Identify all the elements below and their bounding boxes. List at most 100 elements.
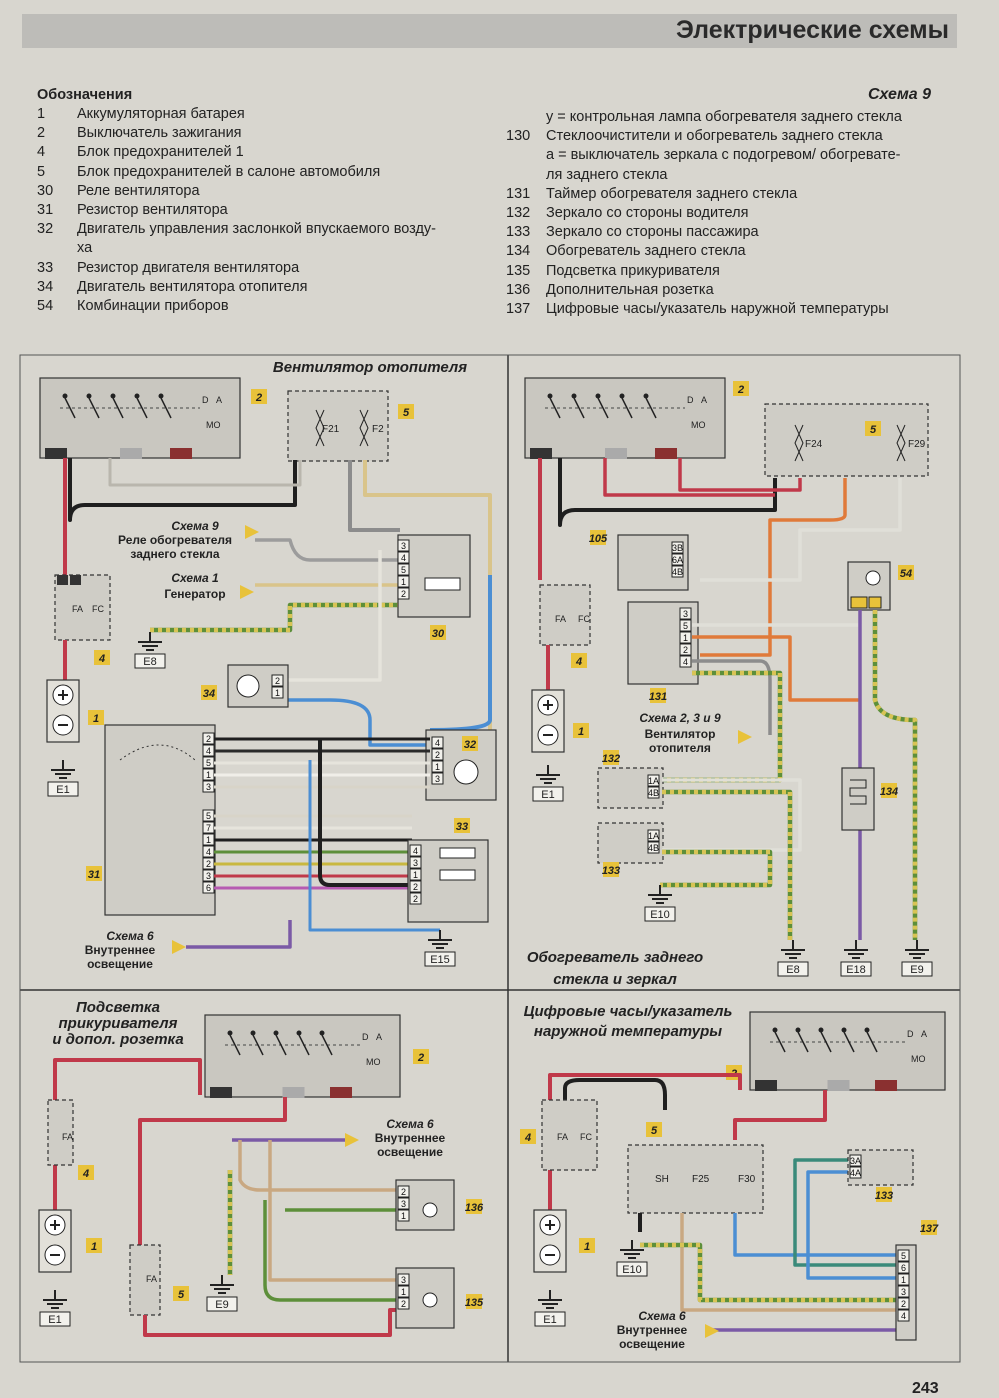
pin-number: 1A [648, 776, 659, 786]
pin-number: 3A [850, 1156, 861, 1166]
component-number: 1 [93, 713, 99, 725]
wire-green-yellow-stripe [660, 670, 783, 783]
component-number-tag [201, 685, 217, 700]
pin-number: 1 [275, 688, 280, 698]
connector-pin [679, 619, 692, 632]
switch-contact [275, 1034, 287, 1056]
legend-number: 2 [37, 125, 46, 142]
switch-contact [621, 397, 633, 419]
ground-label-box [616, 1261, 648, 1277]
component-number-tag [466, 1294, 482, 1309]
legend-right: у = контрольная лампа обогревателя задне… [506, 108, 902, 319]
panel-title: стекла и зеркал [553, 971, 677, 988]
pin-number: 4B [648, 788, 659, 798]
fuse-block-5 [627, 1144, 764, 1214]
wire-grey-dark [348, 460, 400, 532]
component-number: 2 [255, 392, 262, 404]
connector-pin [897, 1285, 910, 1298]
connector-pin [671, 553, 684, 566]
switch-contact [160, 397, 172, 419]
cross-ref: Генератор [164, 587, 225, 601]
pin-number: 2 [401, 1299, 406, 1309]
ground-label-box [532, 786, 564, 802]
pin-number: 5 [206, 811, 211, 821]
pin-7 [868, 596, 882, 609]
page-header: Электрические схемы [22, 14, 957, 48]
component-number-tag [462, 736, 478, 751]
panel-title: прикуривателя [59, 1015, 178, 1032]
component-number-tag [579, 1238, 595, 1253]
fuse-label: F21 [322, 424, 340, 435]
pin-number: 4 [206, 746, 211, 756]
wire-red [603, 458, 775, 497]
ground-label: E10 [622, 1264, 642, 1276]
connector-pin [431, 748, 444, 761]
wire-brown-light [238, 1140, 400, 1192]
component-number: 1 [91, 1241, 97, 1253]
component-number-tag [898, 565, 914, 580]
switch-label-mo: MO [366, 1057, 381, 1067]
component-number: 33 [456, 821, 468, 833]
contact-dot [86, 393, 92, 399]
wire-red [733, 1090, 827, 1140]
pin-number: 2 [413, 894, 418, 904]
connector-pin [397, 1285, 410, 1298]
ground-symbol [51, 760, 75, 779]
cross-ref: Внутреннее [85, 943, 156, 957]
fuse-block-5 [764, 403, 929, 477]
connector-pin [397, 1197, 410, 1210]
fuse-label: FC [92, 604, 104, 614]
fuse-label: FA [555, 614, 566, 624]
ground-symbol [844, 940, 868, 959]
legend-text: Обогреватель заднего стекла [546, 243, 746, 260]
ground-symbol [648, 885, 672, 904]
component-number-tag [590, 530, 606, 545]
switch-contact [820, 1031, 832, 1053]
connector-pin [397, 1297, 410, 1310]
pin-number: 2 [206, 859, 211, 869]
contact-dot [643, 393, 649, 399]
component-number-tag [876, 1187, 892, 1202]
connector-pin [647, 774, 660, 787]
component-number-tag [573, 723, 589, 738]
legend-item: ля заднего стекла [506, 166, 902, 185]
ground-label: E8 [143, 656, 156, 668]
legend-text: у = контрольная лампа обогревателя задне… [546, 109, 902, 125]
wire-red [143, 1308, 398, 1337]
pin-number: 3B [672, 543, 683, 553]
terminal-block [655, 448, 677, 459]
legend-number: 32 [37, 221, 54, 238]
switch-contact [597, 397, 609, 419]
legend-text: ля заднего стекла [546, 166, 668, 183]
legend-number: 135 [506, 262, 531, 279]
component-number-tag [173, 1286, 189, 1301]
component-number: 136 [465, 1202, 484, 1214]
pin-number: 4 [206, 847, 211, 857]
motor-symbol [453, 759, 479, 785]
ground-symbol [210, 1275, 234, 1294]
component-number-tag [520, 1129, 536, 1144]
pin-number: 5 [401, 565, 406, 575]
pin-number: 6 [206, 883, 211, 893]
switch-contact [843, 1031, 855, 1053]
legend-text: Таймер обогревателя заднего стекла [546, 185, 798, 202]
legend-number: 34 [37, 278, 54, 295]
component-number: 5 [651, 1125, 658, 1137]
cross-ref: освещение [87, 957, 153, 971]
lamp-symbol [422, 1292, 438, 1308]
fuse-f29 [896, 424, 906, 462]
contact-dot [818, 1027, 824, 1033]
wire-black [558, 458, 777, 527]
component-number: 4 [575, 656, 582, 668]
cross-ref-arrow [245, 525, 259, 539]
cross-ref: Схема 6 [106, 929, 154, 943]
cross-ref: Вентилятор [645, 727, 716, 741]
cross-ref: освещение [619, 1337, 685, 1351]
contact-dot [619, 393, 625, 399]
connector-pin [431, 736, 444, 749]
pin-number: 1 [413, 870, 418, 880]
connector-pin [849, 1154, 862, 1167]
wire-red [53, 1058, 202, 1100]
